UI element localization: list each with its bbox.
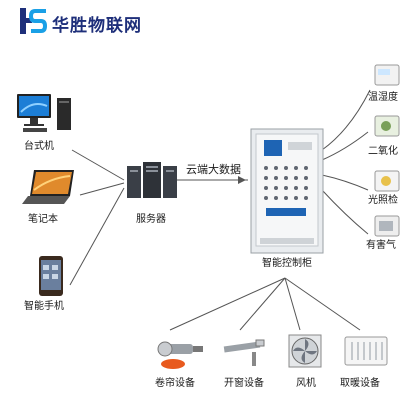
client-label-smartphone: 智能手机	[24, 301, 64, 312]
server-label: 服务器	[136, 214, 166, 225]
co2-sensor-icon	[374, 115, 400, 137]
temperature-humidity-sensor-icon	[374, 64, 400, 86]
device-label-roller: 卷帘设备	[155, 378, 195, 389]
heater-icon	[344, 336, 388, 366]
device-label-window: 开窗设备	[224, 378, 264, 389]
laptop-icon	[22, 170, 74, 204]
sensor-label-light: 光照检	[368, 195, 398, 206]
hs-logo-icon	[20, 8, 48, 34]
sensor-label-co2: 二氧化	[368, 146, 398, 157]
window-opener-icon	[223, 339, 265, 366]
client-label-laptop: 笔记本	[28, 214, 58, 225]
light-sensor-icon	[374, 170, 400, 192]
cloud-link-label: 云端大数据	[186, 163, 241, 176]
sensor-label-temperature-humidity: 温湿度	[368, 92, 398, 103]
sensor-label-gas: 有害气	[366, 240, 396, 251]
smartphone-icon	[39, 256, 63, 296]
device-label-fan: 风机	[296, 378, 316, 389]
controller-label: 智能控制柜	[262, 258, 312, 269]
gas-sensor-icon	[374, 215, 400, 237]
brand-name: 华胜物联网	[52, 16, 142, 36]
roller-motor-icon	[157, 341, 203, 369]
fan-icon	[288, 334, 322, 368]
control-cabinet-icon	[250, 128, 324, 254]
desktop-computer-icon	[17, 94, 71, 132]
server-icon	[127, 162, 177, 198]
device-label-heater: 取暖设备	[340, 378, 380, 389]
client-label-desktop: 台式机	[24, 141, 54, 152]
